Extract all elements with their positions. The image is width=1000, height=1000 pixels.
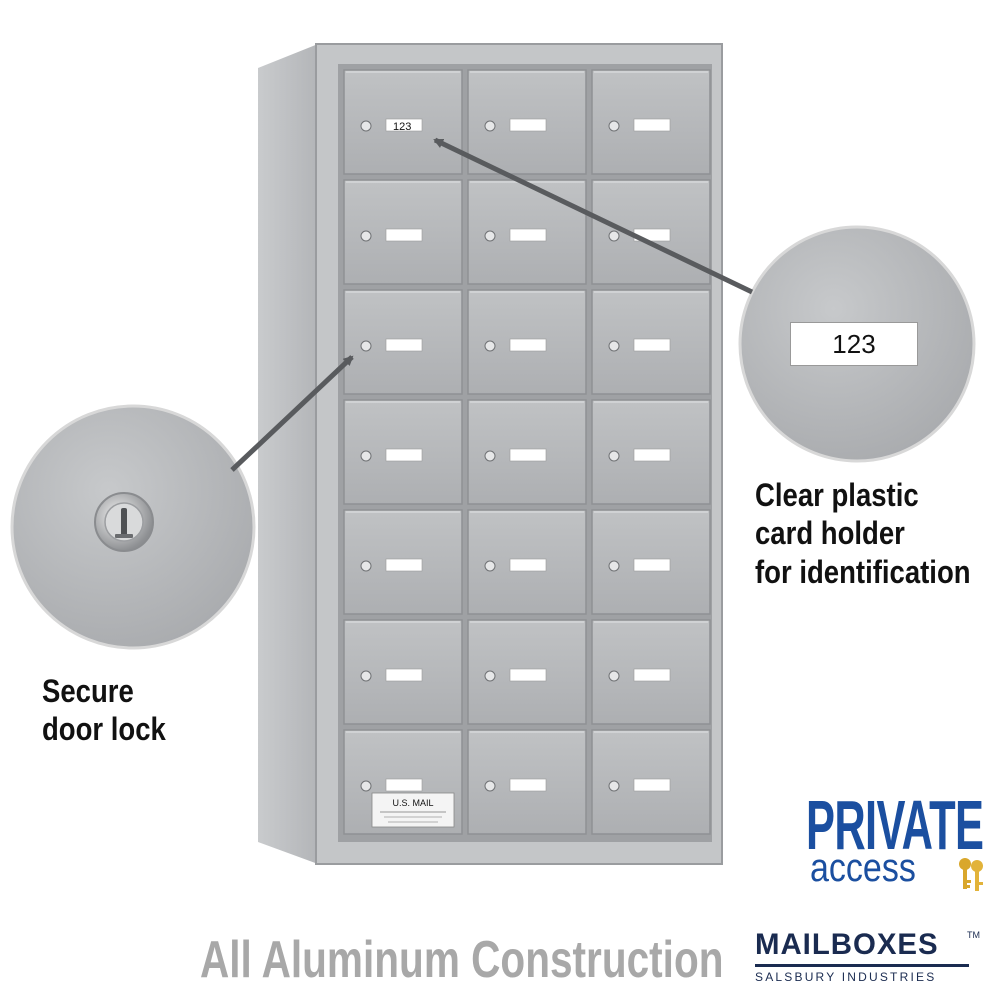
card-arrow xyxy=(433,137,754,295)
mailbox-door[interactable] xyxy=(343,289,463,395)
mailbox-door[interactable] xyxy=(343,619,463,725)
door-card-holder xyxy=(633,338,671,352)
door-card-holder xyxy=(509,558,547,572)
mailbox-door[interactable] xyxy=(467,729,587,835)
mailbox-door[interactable] xyxy=(467,289,587,395)
lock-caption: Secure door lock xyxy=(42,672,166,749)
cabinet-side-panel xyxy=(258,44,318,864)
door-lock-icon xyxy=(360,560,372,572)
keys-icon xyxy=(959,858,983,891)
mailbox-door[interactable] xyxy=(591,509,711,615)
mailbox-door[interactable] xyxy=(343,69,463,175)
card-caption-line: Clear plastic xyxy=(755,477,919,513)
door-lock-icon xyxy=(484,560,496,572)
private-logo-sub: access xyxy=(810,846,916,890)
us-mail-plate-text: U.S. MAIL xyxy=(392,798,433,808)
door-lock-icon xyxy=(484,450,496,462)
door-lock-icon xyxy=(360,670,372,682)
door-lock-icon xyxy=(360,340,372,352)
door-lock-icon xyxy=(608,560,620,572)
door-lock-icon xyxy=(608,340,620,352)
door-lock-icon xyxy=(484,340,496,352)
door-lock-icon xyxy=(608,120,620,132)
mailboxes-logo: MAILBOXES TM SALSBURY INDUSTRIES xyxy=(755,930,980,990)
door-lock-icon xyxy=(360,780,372,792)
private-logo-word: PRIVATE xyxy=(806,786,984,864)
mailbox-door[interactable] xyxy=(591,399,711,505)
lock-arrow xyxy=(230,355,354,472)
door-card-holder xyxy=(633,558,671,572)
door-lock-icon xyxy=(484,670,496,682)
mailbox-door[interactable] xyxy=(467,69,587,175)
door-lock-icon xyxy=(608,450,620,462)
private-access-logo: PRIVATE access xyxy=(806,790,986,905)
mailbox-door[interactable] xyxy=(591,179,711,285)
mailbox-door[interactable] xyxy=(343,179,463,285)
door-lock-icon xyxy=(484,120,496,132)
mailbox-door[interactable] xyxy=(467,179,587,285)
lock-caption-line: door lock xyxy=(42,711,166,748)
door-card-holder xyxy=(385,228,423,242)
lock-caption-line: Secure xyxy=(42,673,134,709)
mailboxes-logo-tm: TM xyxy=(967,930,980,940)
door-lock-icon xyxy=(608,670,620,682)
door-lock-icon xyxy=(484,230,496,242)
mailbox-door[interactable] xyxy=(591,619,711,725)
card-caption-line: card holder xyxy=(755,515,905,552)
door-card-holder xyxy=(385,338,423,352)
door-card-label: 123 xyxy=(393,121,411,133)
door-card-holder xyxy=(385,448,423,462)
construction-caption: All Aluminum Construction xyxy=(200,931,724,989)
card-caption: Clear plastic card holder for identifica… xyxy=(755,476,971,591)
lock-zoom-circle xyxy=(10,404,256,650)
card-holder-zoom-label: 123 xyxy=(790,322,918,366)
door-card-holder xyxy=(633,448,671,462)
door-lock-icon xyxy=(360,230,372,242)
mailbox-door[interactable] xyxy=(467,509,587,615)
door-card-holder xyxy=(385,668,423,682)
mailbox-door[interactable] xyxy=(467,399,587,505)
mailbox-door[interactable] xyxy=(591,69,711,175)
door-card-holder xyxy=(509,448,547,462)
door-card-holder xyxy=(633,778,671,792)
mailboxes-logo-word: MAILBOXES xyxy=(755,928,939,961)
mailbox-door[interactable] xyxy=(591,289,711,395)
door-card-holder xyxy=(509,118,547,132)
door-card-holder xyxy=(509,778,547,792)
card-caption-line: for identification xyxy=(755,553,971,590)
door-card-holder xyxy=(633,668,671,682)
door-card-holder xyxy=(633,118,671,132)
door-card-holder xyxy=(509,668,547,682)
door-lock-icon xyxy=(360,450,372,462)
door-lock-icon xyxy=(608,230,620,242)
door-card-holder xyxy=(509,228,547,242)
mailbox-door[interactable] xyxy=(467,619,587,725)
door-card-holder xyxy=(509,338,547,352)
door-card-holder xyxy=(385,778,423,792)
door-lock-icon xyxy=(360,120,372,132)
mailboxes-logo-rule xyxy=(755,964,969,967)
door-lock-icon xyxy=(608,780,620,792)
mailbox-door[interactable] xyxy=(591,729,711,835)
mailboxes-logo-sub: SALSBURY INDUSTRIES xyxy=(755,970,937,984)
door-lock-icon xyxy=(484,780,496,792)
door-card-holder xyxy=(385,118,423,132)
door-card-holder xyxy=(385,558,423,572)
mailbox-door[interactable] xyxy=(343,509,463,615)
us-mail-plate: U.S. MAIL xyxy=(371,792,455,828)
mailbox-door[interactable] xyxy=(343,399,463,505)
